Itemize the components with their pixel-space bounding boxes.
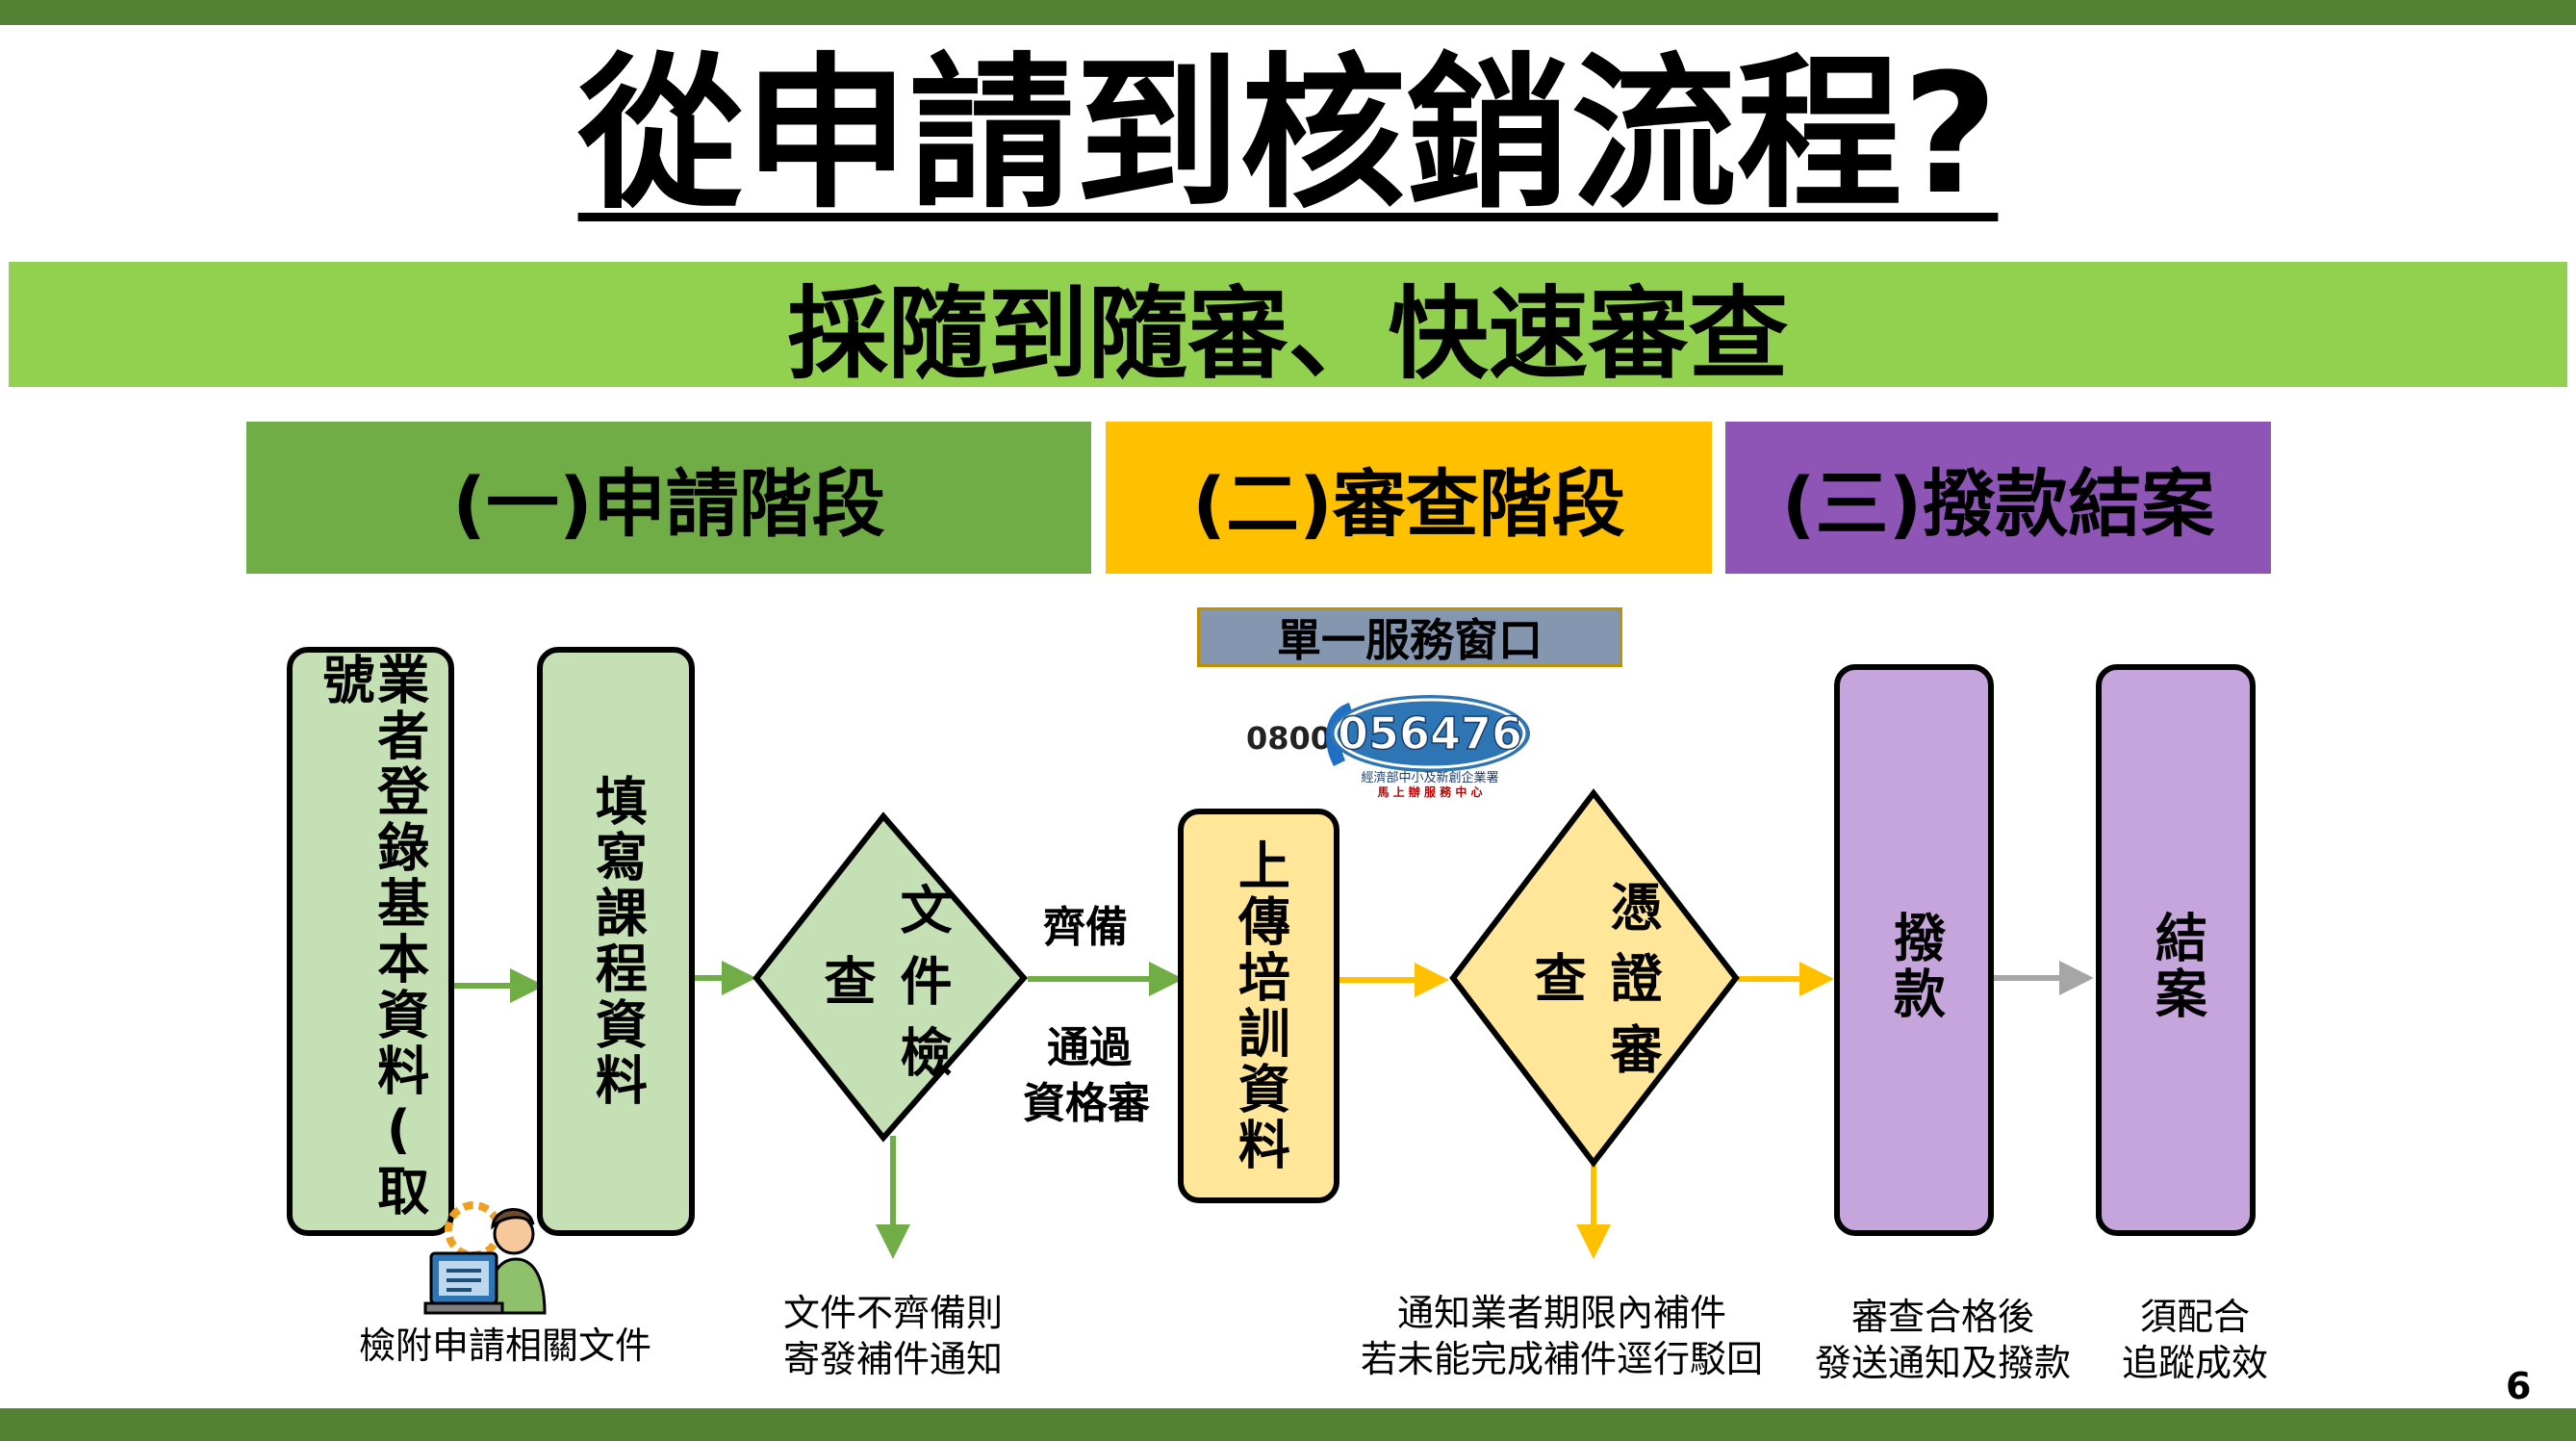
hotline-number: 056476 (1338, 708, 1522, 759)
stage-review: (二)審查階段 (1106, 422, 1712, 574)
hotline-org-2: 馬 上 辦 服 務 中 心 (1377, 785, 1482, 799)
doc-check-diamond (752, 811, 1028, 1143)
bottom-frame-bar (0, 1408, 2576, 1441)
note-incomplete: 文件不齊備則寄發補件通知 (782, 1292, 1003, 1380)
voucher-review-diamond (1449, 788, 1740, 1168)
note-followup: 須配合追蹤成效 (2121, 1296, 2268, 1384)
note-attach-docs: 檢附申請相關文件 (358, 1325, 651, 1367)
hotline-org-1: 經濟部中小及新創企業署 (1361, 770, 1498, 785)
applicant-computer-icon (423, 1201, 547, 1315)
stage-apply: (一)申請階段 (246, 422, 1091, 574)
doc-check-label: 文件檢查 (815, 883, 952, 1096)
doc-check-label-wrap: 文件檢查 (815, 855, 952, 1124)
step-payment: 撥款 (1834, 664, 1994, 1236)
note-approved: 審查合格後發送通知及撥款 (1814, 1296, 2071, 1384)
edge-label-complete: 齊備 (1043, 903, 1128, 952)
hotline-logo: 056476 經濟部中小及新創企業署 馬 上 辦 服 務 中 心 (1326, 695, 1530, 799)
edge-label-qualify: 資格審 (1023, 1079, 1150, 1128)
step-upload-training: 上傳培訓資料 (1178, 809, 1339, 1203)
voucher-label-wrap: 憑證審查 (1525, 847, 1662, 1126)
page-number: 6 (2506, 1365, 2532, 1407)
voucher-label: 憑證審查 (1525, 880, 1662, 1094)
stage-payment: (三)撥款結案 (1725, 422, 2271, 574)
edge-label-pass: 通過 (1047, 1023, 1132, 1072)
single-window-label: 單一服務窗口 (1197, 607, 1622, 667)
top-frame-bar (0, 0, 2576, 25)
subtitle: 採隨到隨審、快速審查 (787, 274, 1789, 393)
note-supplement: 通知業者期限內補件若未能完成補件逕行駁回 (1360, 1292, 1763, 1380)
page-title: 從申請到核銷流程? (577, 38, 1999, 231)
step-close: 結案 (2096, 664, 2256, 1236)
step-register: 業者登錄基本資料(取號 (287, 647, 454, 1236)
step-fill-course: 填寫課程資料 (537, 647, 695, 1236)
subtitle-band: 採隨到隨審、快速審查 (9, 262, 2567, 393)
